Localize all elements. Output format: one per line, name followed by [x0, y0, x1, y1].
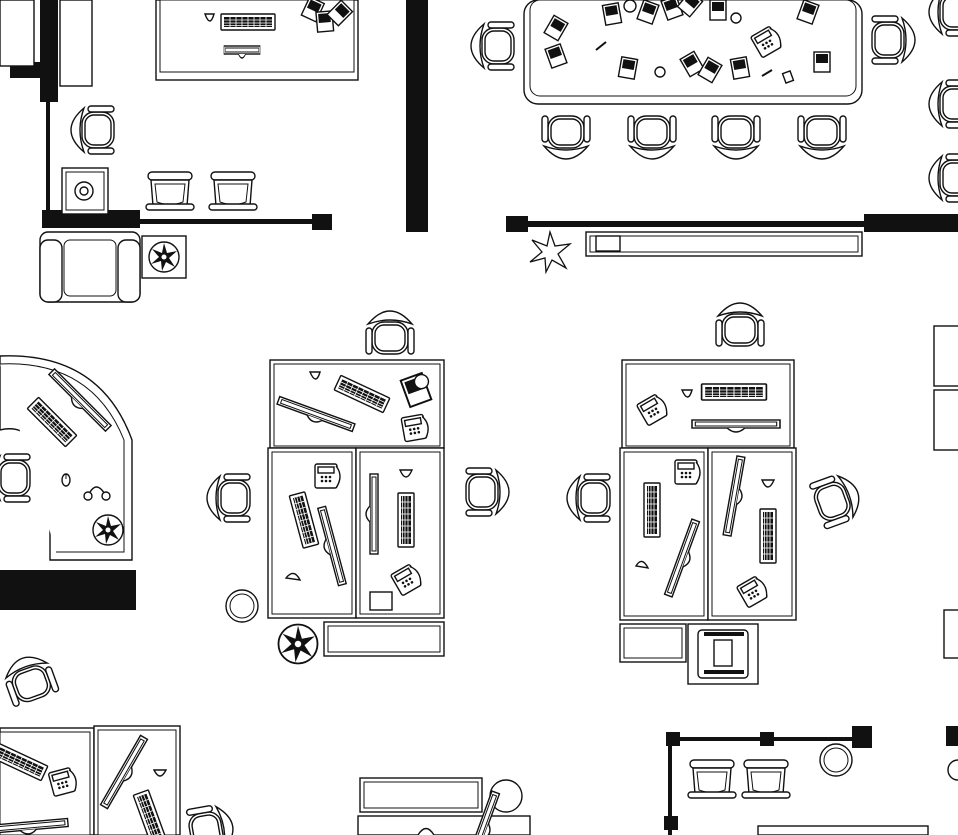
- bookshelf: [59, 0, 93, 87]
- printer-icon: [687, 623, 759, 685]
- lamp-icon: [760, 479, 776, 488]
- wall: [668, 740, 672, 835]
- armchair-icon: [808, 468, 867, 531]
- phone-icon: [314, 463, 341, 489]
- lamp-icon: [204, 13, 215, 22]
- armchair-icon: [627, 115, 677, 160]
- armchair-icon: [365, 310, 415, 355]
- armchair-icon: [185, 801, 238, 835]
- wall: [852, 726, 872, 748]
- guest-chair: [741, 759, 791, 799]
- armchair-icon: [465, 467, 510, 517]
- workstation-cluster-right: [566, 302, 867, 685]
- keyboard-icon: [220, 13, 276, 31]
- workstation-cluster-bottom-left: [0, 649, 238, 835]
- phone-icon: [674, 459, 701, 485]
- armchair-icon: [470, 21, 515, 71]
- lamp-icon: [398, 469, 414, 478]
- keyboard-icon: [397, 492, 415, 548]
- armchair-icon: [928, 153, 958, 203]
- sofa: [39, 231, 141, 303]
- lamp-icon: [308, 371, 321, 380]
- wall: [406, 0, 428, 232]
- plant-icon: [529, 229, 573, 275]
- bottom-center-desk: [357, 777, 531, 835]
- armchair-icon: [566, 473, 611, 523]
- side-cabinet: [0, 0, 35, 67]
- wall: [864, 214, 958, 232]
- armchair-icon: [928, 0, 958, 37]
- guest-chair: [208, 171, 258, 211]
- safe: [61, 167, 109, 215]
- plant-icon: [92, 514, 124, 546]
- private-office-top-left: [0, 0, 359, 303]
- wall: [524, 221, 869, 227]
- armchair-icon: [715, 302, 765, 347]
- keyboard-icon: [759, 508, 777, 564]
- wall: [40, 0, 58, 102]
- plant-icon: [148, 241, 180, 273]
- armchair-icon: [0, 649, 61, 708]
- lamp-icon: [680, 389, 693, 398]
- lamp-icon: [284, 572, 302, 581]
- wall: [312, 214, 332, 230]
- armchair-icon: [70, 105, 115, 155]
- armchair-icon: [206, 473, 251, 523]
- small-office-bottom-right: [664, 726, 929, 835]
- wall: [760, 732, 774, 746]
- armchair-icon: [871, 15, 916, 65]
- conference-room: [406, 0, 958, 275]
- lamp-icon: [634, 560, 650, 569]
- wall: [46, 100, 50, 215]
- armchair-icon: [797, 115, 847, 160]
- armchair-icon: [0, 453, 31, 503]
- lamp-icon: [152, 769, 168, 777]
- armchair-icon: [541, 115, 591, 160]
- plant-icon: [277, 623, 319, 665]
- keyboard-icon: [700, 383, 768, 401]
- documents-icon: [399, 372, 433, 408]
- curved-reception-desk: [0, 355, 136, 610]
- headset-icon: [83, 486, 111, 501]
- guest-chair: [687, 759, 737, 799]
- workstation-cluster-center: [206, 310, 510, 665]
- keyboard-icon: [643, 482, 661, 538]
- executive-desk: [155, 0, 359, 81]
- right-edge-furniture: [933, 325, 958, 781]
- wall: [0, 570, 136, 610]
- guest-chair: [145, 171, 195, 211]
- conference-table: [523, 0, 863, 105]
- wall: [664, 816, 678, 830]
- armchair-icon: [928, 79, 958, 129]
- wall: [506, 216, 528, 232]
- wall: [138, 219, 318, 224]
- armchair-icon: [711, 115, 761, 160]
